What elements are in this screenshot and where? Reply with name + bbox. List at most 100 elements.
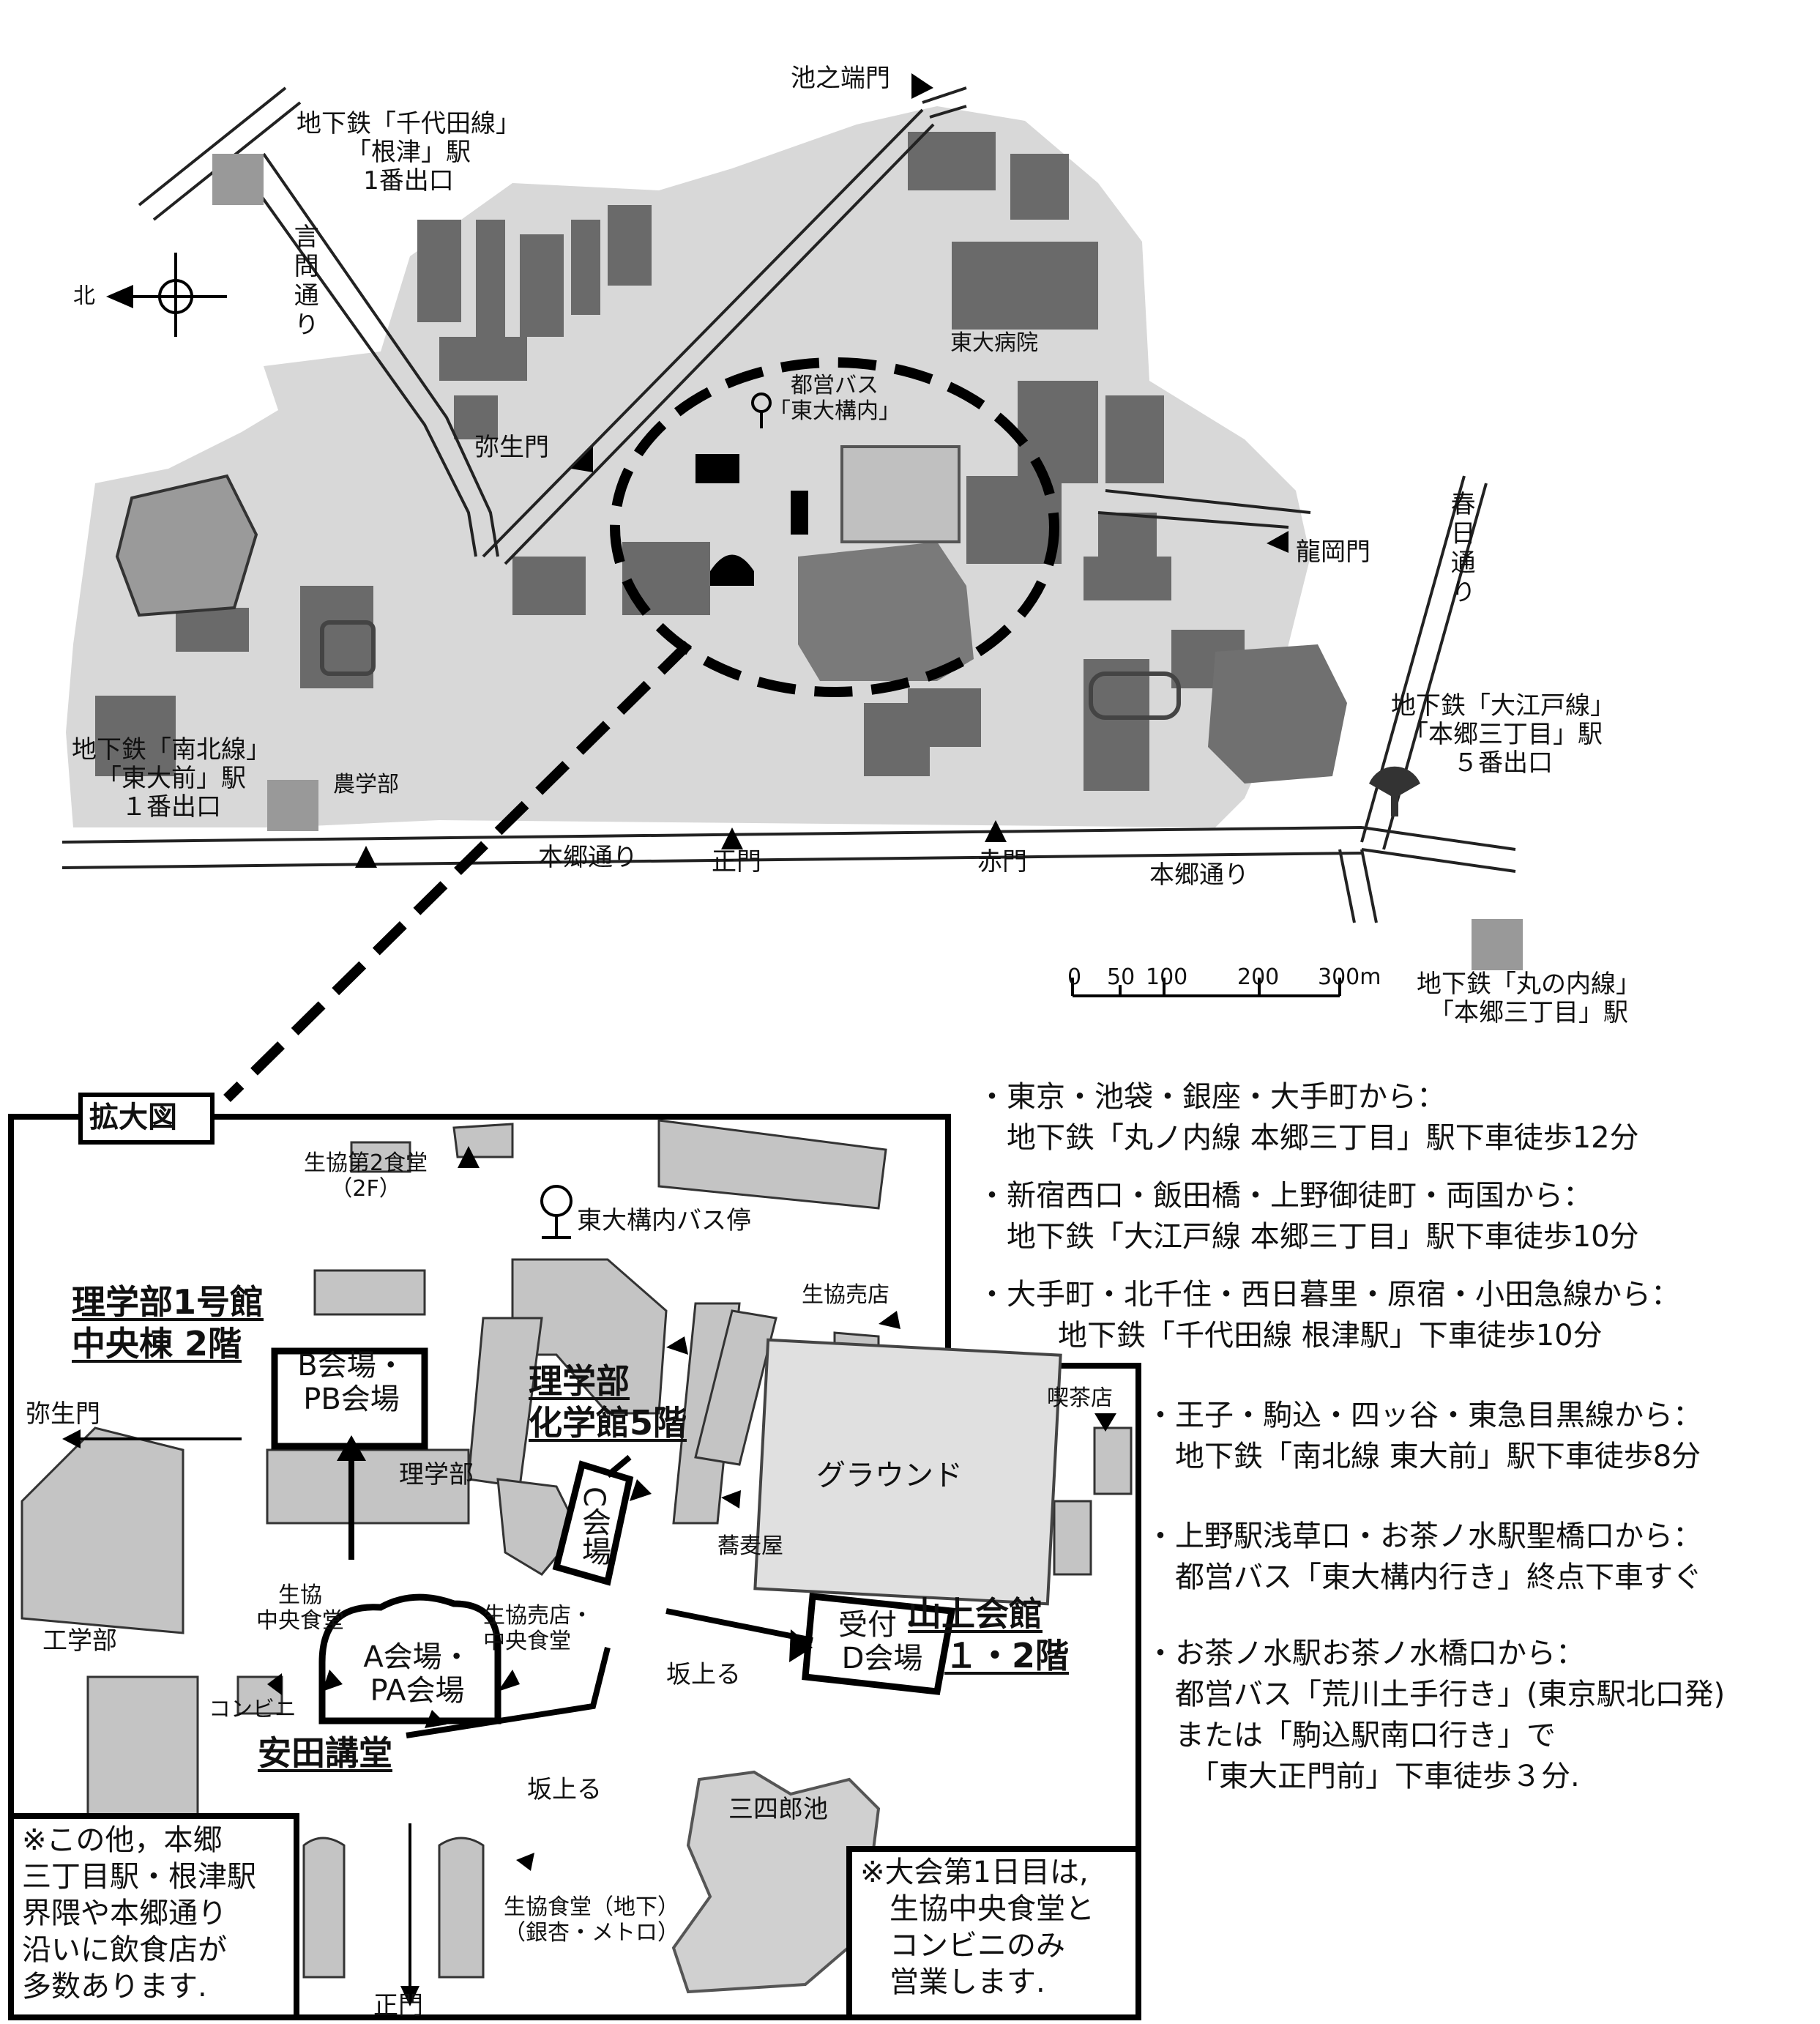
chemistry-line1: 理学部 (529, 1361, 630, 1401)
place-bus-stop: 都営バス 「東大構内」 (769, 373, 900, 424)
access-bus-arakawa-alt: または「駒込駅南口行き」で (1175, 1719, 1556, 1752)
stadium (115, 474, 258, 617)
venue-a-line1: A会場・ (363, 1640, 471, 1674)
sanjo-line1: 山上会館 (908, 1594, 1043, 1634)
label-ground: グラウンド (816, 1459, 963, 1492)
note-right-line2: 生協中央食堂と (890, 1892, 1094, 1926)
access-namboku-from: ・王子・駒込・四ッ谷・東急目黒線から： (1146, 1399, 1702, 1432)
gate-yayoi: 弥生門 (474, 433, 549, 462)
venue-outlines (271, 1347, 956, 1725)
venue-b: B会場・ PB会場 (289, 1349, 414, 1416)
label-slope-up-2: 坂上る (527, 1775, 602, 1804)
station-nezu-line2: 「根津」駅 (346, 138, 471, 168)
station-oedo-line2: 「本郷三丁目」駅 (1403, 720, 1603, 750)
label-yayoi-gate: 弥生門 (26, 1399, 100, 1429)
venue-area-circle (610, 357, 1059, 697)
station-hongo3-oedo: 地下鉄「大江戸線」 「本郷三丁目」駅 ５番出口 (1391, 691, 1615, 778)
shop-central-line1: 生協売店・ (483, 1603, 593, 1629)
label-central-dining: 生協 中央食堂 (256, 1582, 344, 1634)
station-hongo3-marunouchi: 地下鉄「丸の内線」 「本郷三丁目」駅 (1417, 970, 1641, 1027)
access-bus-todai-from: ・上野駅浅草口・お茶ノ水駅聖橋口から： (1146, 1519, 1702, 1553)
access-oedo-from: ・新宿西口・飯田橋・上野御徒町・両国から： (977, 1179, 1592, 1213)
roads (61, 86, 1516, 923)
campus-buildings (95, 132, 1245, 791)
label-bus-stop: 東大構内バス停 (577, 1206, 751, 1235)
note-right-line3: コンビニのみ (890, 1929, 1065, 1962)
east-pond (1208, 644, 1347, 784)
building-chemistry: 理学部 化学館5階 (529, 1362, 687, 1443)
station-marunouchi-line1: 地下鉄「丸の内線」 (1417, 970, 1641, 999)
building-science1: 理学部1号館 中央棟 2階 (72, 1283, 264, 1363)
label-slope-up-1: 坂上る (666, 1660, 741, 1689)
label-shop: 生協売店 (802, 1282, 890, 1308)
access-marunouchi-from: ・東京・池袋・銀座・大手町から： (977, 1080, 1446, 1114)
scale-bar (1071, 978, 1341, 997)
road-kasuga: 春日通り (1446, 491, 1476, 608)
sanshiro-garden (798, 542, 974, 681)
access-namboku: ・王子・駒込・四ッ谷・東急目黒線から： 地下鉄「南北線 東大前」駅下車徒歩8分 (1146, 1395, 1702, 1477)
note-right: ※大会第1日目は, 生協中央食堂と コンビニのみ 営業します. (860, 1854, 1094, 2001)
ground-enlarged (753, 1338, 1062, 1606)
label-sanshiro-pond: 三四郎池 (728, 1795, 828, 1824)
road-hongo-west: 本郷通り (538, 843, 638, 872)
station-oedo-line1: 地下鉄「大江戸線」 (1391, 691, 1615, 721)
central-dining-line1: 生協 (278, 1582, 322, 1608)
gate-seimon: 正門 (712, 847, 761, 877)
venue-b-line2: PB会場 (303, 1383, 400, 1416)
sanjo-line2: １・2階 (944, 1635, 1070, 1675)
station-todaimae-line3: １番出口 (122, 792, 221, 822)
access-bus-arakawa: ・お茶ノ水駅お茶ノ水橋口から： 都営バス「荒川土手行き」(東京駅北口発) または… (1146, 1633, 1725, 1797)
road-hongo-east: 本郷通り (1149, 860, 1249, 890)
access-chiyoda-from: ・大手町・北千住・西日暮里・原宿・小田急線から： (977, 1278, 1680, 1311)
label-shop-central: 生協売店・ 中央食堂 (483, 1603, 593, 1654)
station-oedo-line3: ５番出口 (1453, 748, 1553, 778)
gate-akamon: 赤門 (977, 847, 1027, 877)
building-yasuda: 安田講堂 (258, 1733, 392, 1773)
note-left-line3: 界隈や本郷通り (22, 1897, 227, 1930)
scale-tick-300m: 300m (1318, 964, 1381, 990)
label-main-gate: 正門 (373, 1991, 423, 2020)
north-arrow (105, 253, 227, 337)
label-conbini: コンビニ (209, 1697, 297, 1722)
station-nezu-line1: 地下鉄「千代田線」 (297, 109, 521, 138)
station-todaimae-line1: 地下鉄「南北線」 (72, 735, 271, 764)
access-bus-arakawa-route: 都営バス「荒川土手行き」(東京駅北口発) (1175, 1678, 1726, 1711)
note-right-box (846, 1846, 1141, 2020)
station-todaimae: 地下鉄「南北線」 「東大前」駅 １番出口 (72, 735, 271, 822)
venue-d: 受付・ D会場 (824, 1608, 941, 1675)
access-oedo: ・新宿西口・飯田橋・上野御徒町・両国から： 地下鉄「大江戸線 本郷三丁目」駅下車… (977, 1175, 1639, 1257)
station-todaimae-line2: 「東大前」駅 (97, 764, 246, 794)
chemistry-line2: 化学館5階 (529, 1402, 687, 1443)
note-left-box (8, 1813, 299, 2020)
zoom-connector-line (223, 641, 692, 1102)
subway-station-icons (212, 154, 1523, 970)
access-bus-todai-route: 都営バス「東大構内行き」終点下車すぐ (1175, 1560, 1702, 1594)
station-marunouchi-line2: 「本郷三丁目」駅 (1429, 998, 1628, 1028)
access-bus-arakawa-from: ・お茶ノ水駅お茶ノ水橋口から： (1146, 1637, 1585, 1670)
dining2-line1: 生協第2食堂 (304, 1150, 428, 1176)
access-namboku-route: 地下鉄「南北線 東大前」駅下車徒歩8分 (1175, 1440, 1701, 1473)
gate-markers (355, 73, 1288, 868)
note-left-line4: 沿いに飲食店が (22, 1933, 227, 1967)
bus-stop-line1: 都営バス (791, 373, 879, 398)
top-campus-map (61, 73, 1523, 1102)
enlarged-map (8, 1093, 1141, 2020)
gate-ikenohata: 池之端門 (791, 64, 890, 93)
venue-d-line2: D会場 (841, 1642, 923, 1675)
note-left: ※この他，本郷 三丁目駅・根津駅 界隈や本郷通り 沿いに飲食店が 多数あります. (22, 1822, 256, 2005)
road-kototoi: 言問通り (289, 223, 319, 341)
note-left-line5: 多数あります. (22, 1970, 207, 2003)
scale-tick-200: 200 (1237, 964, 1280, 990)
access-bus-arakawa-stop: 「東大正門前」下車徒歩３分. (1190, 1760, 1580, 1793)
scale-tick-50: 50 (1107, 964, 1135, 990)
label-engineering: 工学部 (42, 1626, 117, 1656)
central-dining-line2: 中央食堂 (256, 1607, 344, 1634)
gate-tatsuoka: 龍岡門 (1296, 537, 1370, 567)
north-label: 北 (73, 283, 95, 309)
label-cafe: 喫茶店 (1047, 1385, 1113, 1411)
label-dining2: 生協第2食堂 （2F） (304, 1150, 428, 1202)
access-chiyoda: ・大手町・北千住・西日暮里・原宿・小田急線から： 地下鉄「千代田線 根津駅」下車… (977, 1274, 1680, 1356)
basement-dining-line2: （銀杏・メトロ） (504, 1919, 679, 1946)
label-soba: 蕎麦屋 (717, 1533, 783, 1559)
